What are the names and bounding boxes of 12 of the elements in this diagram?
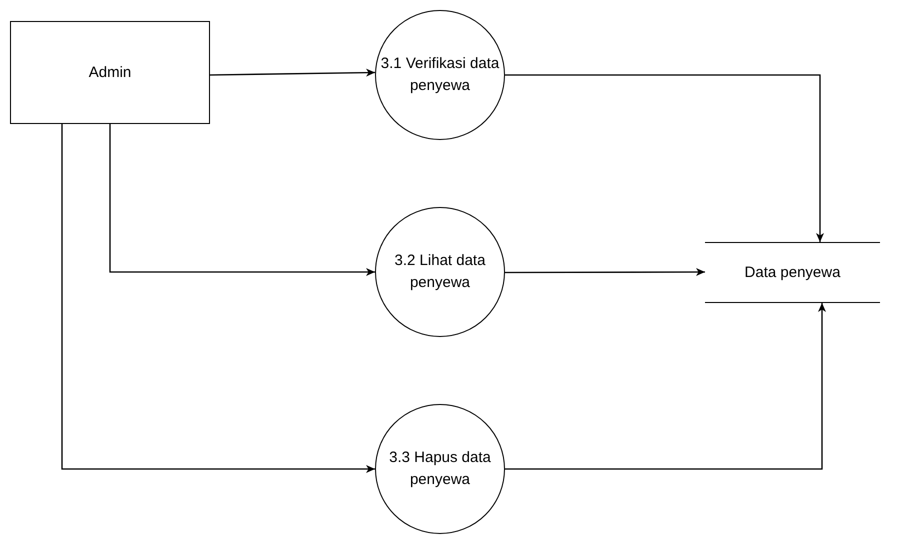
arrow bbox=[61, 124, 375, 473]
arrow bbox=[505, 74, 824, 242]
arrow bbox=[505, 303, 826, 470]
node-label: Data penyewa bbox=[744, 262, 840, 282]
node-label: Admin bbox=[88, 62, 132, 82]
arrow bbox=[210, 68, 376, 77]
node-label: 3.3 Hapus data penyewa bbox=[388, 448, 492, 490]
node-label: 3.2 Lihat data penyewa bbox=[394, 251, 486, 293]
node-label: 3.1 Verifikasi data penyewa bbox=[380, 54, 500, 96]
arrow bbox=[505, 268, 705, 276]
entity-box bbox=[10, 21, 210, 124]
arrow bbox=[109, 124, 375, 276]
